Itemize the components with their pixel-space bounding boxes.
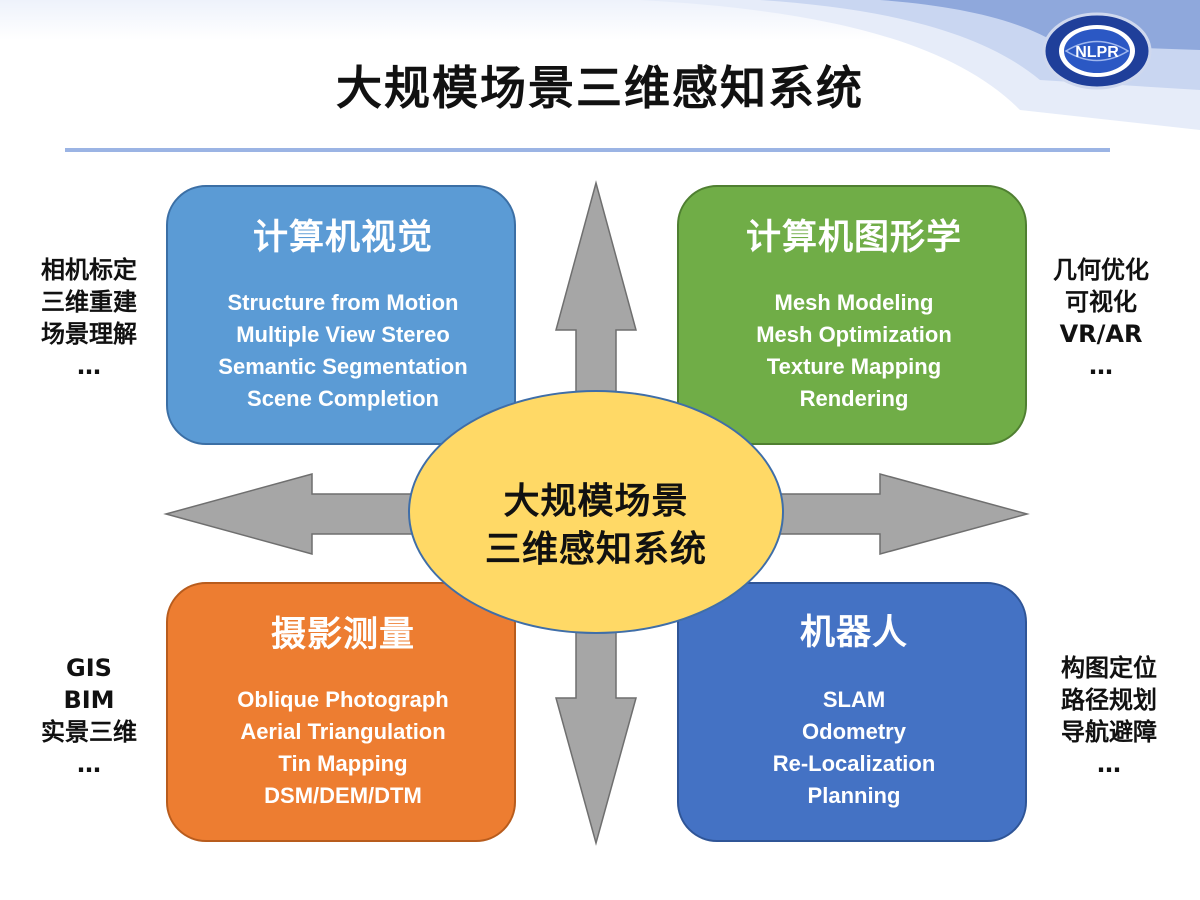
computer-vision-title: 计算机视觉 (252, 218, 433, 258)
nlpr-logo: NLPR (1042, 12, 1152, 90)
arrow-right-icon (779, 473, 1030, 555)
side-list-bottom-left: GIS BIM 实景三维 … (14, 652, 164, 780)
list-item: … (1097, 750, 1121, 778)
list-item: Aerial Triangulation (240, 719, 446, 744)
list-item: 相机标定 (41, 256, 137, 284)
list-item: 导航避障 (1061, 718, 1157, 746)
logo-text: NLPR (1075, 44, 1119, 61)
list-item: Mesh Modeling (774, 290, 934, 315)
photogrammetry-box: 摄影测量 Oblique Photograph Aerial Triangula… (166, 582, 516, 842)
side-list-top-left: 相机标定 三维重建 场景理解 … (14, 254, 164, 382)
photogrammetry-title: 摄影测量 (270, 615, 415, 655)
arrow-left-icon (163, 473, 413, 555)
list-item: Semantic Segmentation (218, 354, 468, 379)
center-line-1: 大规模场景 (503, 481, 689, 522)
list-item: Planning (807, 783, 901, 808)
center-ellipse: 大规模场景 三维感知系统 (408, 390, 784, 634)
arrow-down-icon (555, 631, 637, 846)
robotics-items: SLAM Odometry Re-Localization Planning (679, 684, 1029, 812)
list-item: 路径规划 (1061, 686, 1157, 714)
list-item: BIM (63, 686, 115, 714)
list-item: DSM/DEM/DTM (264, 783, 422, 808)
list-item: GIS (66, 654, 112, 682)
list-item: 几何优化 (1053, 256, 1149, 284)
photogrammetry-items: Oblique Photograph Aerial Triangulation … (168, 684, 518, 812)
list-item: SLAM (822, 687, 886, 712)
list-item: 场景理解 (41, 320, 137, 348)
list-item: 三维重建 (41, 288, 137, 316)
list-item: Re-Localization (772, 751, 936, 776)
list-item: Texture Mapping (766, 354, 942, 379)
list-item: Oblique Photograph (237, 687, 449, 712)
list-item: Tin Mapping (278, 751, 408, 776)
center-line-2: 三维感知系统 (484, 529, 707, 570)
list-item: Rendering (799, 386, 909, 411)
side-list-bottom-right: 构图定位 路径规划 导航避障 … (1034, 652, 1184, 780)
list-item: Multiple View Stereo (236, 322, 450, 347)
list-item: … (77, 750, 101, 778)
list-item: 构图定位 (1061, 654, 1157, 682)
computer-vision-items: Structure from Motion Multiple View Ster… (168, 287, 518, 415)
computer-graphics-items: Mesh Modeling Mesh Optimization Texture … (679, 287, 1029, 415)
robotics-title: 机器人 (799, 613, 908, 653)
computer-graphics-box: 计算机图形学 Mesh Modeling Mesh Optimization T… (677, 185, 1027, 445)
list-item: VR/AR (1059, 320, 1143, 348)
computer-vision-box: 计算机视觉 Structure from Motion Multiple Vie… (166, 185, 516, 445)
list-item: 实景三维 (41, 718, 137, 746)
computer-graphics-title: 计算机图形学 (745, 218, 962, 258)
page-title: 大规模场景三维感知系统 (336, 61, 864, 115)
list-item: … (77, 352, 101, 380)
list-item: Mesh Optimization (756, 322, 952, 347)
robotics-box: 机器人 SLAM Odometry Re-Localization Planni… (677, 582, 1027, 842)
list-item: Scene Completion (247, 386, 439, 411)
title-divider (65, 148, 1110, 152)
list-item: Odometry (802, 719, 906, 744)
arrow-up-icon (555, 180, 637, 393)
list-item: Structure from Motion (227, 290, 459, 315)
side-list-top-right: 几何优化 可视化 VR/AR … (1026, 254, 1176, 382)
list-item: 可视化 (1065, 288, 1137, 316)
list-item: … (1089, 352, 1113, 380)
